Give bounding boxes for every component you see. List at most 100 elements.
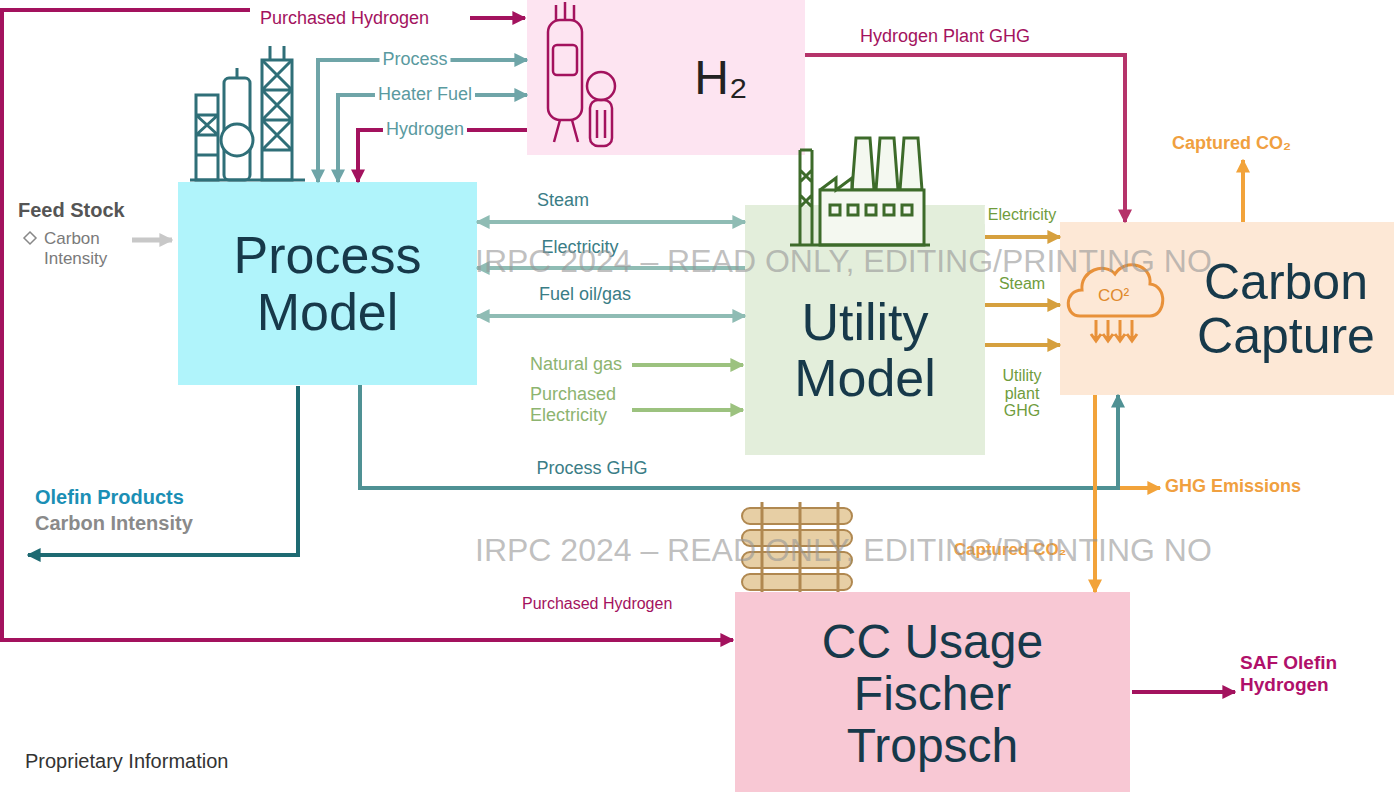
refinery-icon [196,95,218,180]
cc-usage-box-fill [735,592,1130,792]
flow-label: Electricity [985,206,1059,224]
utility-box: Utility Model [745,205,985,455]
flow-connector [1093,395,1097,592]
refinery-icon [237,46,284,78]
flow-label: Hydrogen Plant GHG [857,27,1033,47]
utility-plant-icon [884,205,894,215]
utility-plant-icon [790,244,930,247]
flow-label: Captured CO₂ [951,541,1069,560]
output-label: Olefin Products [35,486,184,509]
captured-co2-out-arrow [1241,160,1245,222]
hydrogen-plant-icon [548,2,615,146]
hydrogen-plant-icon [590,100,612,146]
utility-plant-icon [820,190,924,245]
node-title: Utility Model [755,294,975,406]
flow-label: Purchased Hydrogen [522,595,672,613]
output-label: SAF Olefin Hydrogen [1240,652,1340,696]
hydrogen-plant-icon [597,110,605,138]
olefin-output-line [28,386,298,555]
flow-label: Purchased Electricity [530,384,630,425]
output-label: GHG Emissions [1165,476,1301,497]
node-title: H₂ [694,52,747,104]
flow-label: Utility plant GHG [988,367,1056,420]
process-box-fill [178,182,477,385]
natural-gas-arrow [632,363,743,367]
pipe-rack-icon [742,574,852,590]
refinery-icon [190,46,305,180]
footer-note: Proprietary Information [25,750,228,773]
annotation: Carbon Intensity [44,229,124,268]
node-title: CC Usage Fischer Tropsch [798,616,1068,771]
flow-label: Steam [534,191,592,211]
utility-plant-icon [866,205,876,215]
co2-cloud-icon [1068,265,1163,341]
utility-plant-icon [790,138,930,245]
flow-label: Purchased Hydrogen [260,8,429,29]
utility-plant-icon [830,205,840,215]
output-label: Captured CO₂ [1172,133,1291,154]
hydrogen-plant-icon [554,120,578,142]
hydrogen-plant-icon [548,20,582,120]
utility-plant-icon [902,205,912,215]
output-label: Carbon Intensity [35,512,193,535]
flow-label: Process GHG [533,459,650,479]
refinery-icon [262,60,292,150]
pipe-rack-icon [742,502,852,592]
flow-label: Process [379,50,450,70]
utility-plant-icon [876,138,898,190]
watermark: IRPC 2024 – READ ONLY, EDITING/PRINTING … [475,532,1212,569]
flow-label: Fuel oil/gas [536,285,634,305]
flow-connector [477,314,745,318]
refinery-icon [221,124,253,156]
carbon-capture-box: Carbon Capture [1060,222,1394,395]
refinery-icon [190,179,305,182]
co2-cloud-icon [1091,320,1137,341]
purchased-electricity-arrow [632,408,743,412]
hydrogen-box: H₂ [527,0,805,155]
utility-plant-icon [900,138,922,190]
flow-connector [338,95,527,182]
flow-label: Electricity [538,238,621,258]
flow-label: Heater Fuel [375,85,475,105]
refinery-icon [262,60,292,180]
carbon-capture-box-fill [1060,222,1394,395]
utility-plant-icon [852,138,874,190]
hydrogen-box-fill [527,0,805,155]
utility-plant-icon [820,178,852,190]
utility-plant-icon [848,205,858,215]
flow-connector [985,235,1060,239]
hydrogen-plant-icon [553,45,577,75]
saf-output-arrow [1132,690,1235,694]
node-title: Carbon Capture [1186,255,1386,363]
pipe-rack-icon [742,552,852,568]
pipe-rack-icon [762,502,838,592]
flow-label: Steam [996,275,1048,293]
flow-connector [985,343,1060,347]
refinery-icon [196,115,218,155]
hydrogen-plant-icon [587,72,615,100]
purchased-hydrogen-line [2,10,733,640]
flow-connector [805,55,1125,222]
flow-lines [2,10,1243,692]
flow-label: Natural gas [530,354,622,375]
flow-connector [318,60,527,182]
flow-connector [477,266,745,270]
hydrogen-plant-icon [556,2,574,20]
pipe-rack-icon [742,508,852,524]
annotation: Feed Stock [18,199,125,222]
bullet-diamond [24,232,36,244]
feedstock-arrow [132,238,172,243]
co2-cloud-icon [1068,265,1163,316]
flow-connector [985,303,1060,307]
icon-label: CO² [1098,286,1129,306]
cc-usage-box: CC Usage Fischer Tropsch [735,592,1130,792]
flow-connector [477,220,745,224]
ghg-emissions-arrow [1118,486,1160,490]
process-box: Process Model [178,182,477,385]
purchased-hydrogen-arrow [470,16,525,20]
node-title: Process Model [193,227,463,339]
